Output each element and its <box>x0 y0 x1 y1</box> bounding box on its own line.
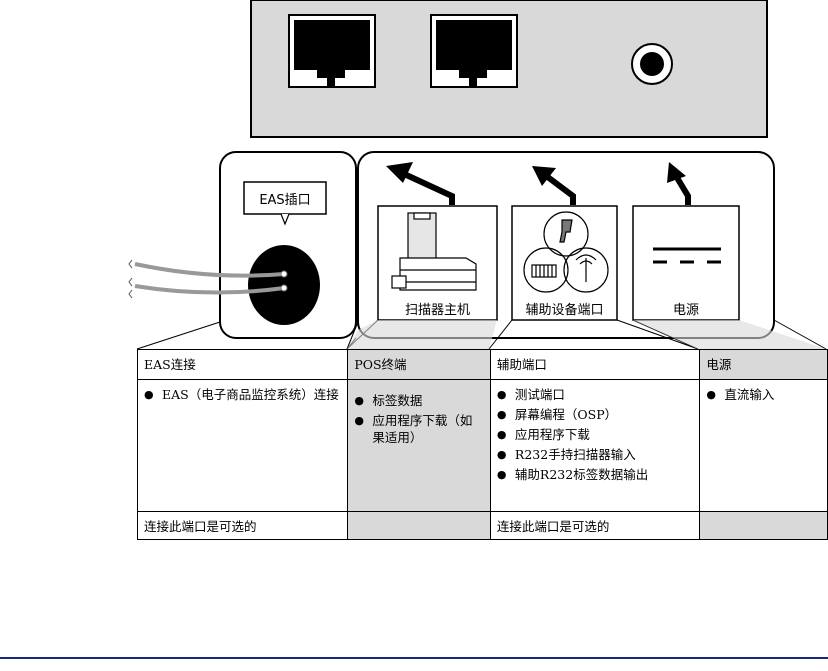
header-power: 电源 <box>699 349 828 380</box>
cell-aux: 测试端口 屏幕编程（OSP） 应用程序下载 R232手持扫描器输入 辅助R232… <box>489 379 701 512</box>
list-item: EAS（电子商品监控系统）连接 <box>144 386 341 403</box>
eas-wire-2 <box>134 284 285 295</box>
footer-aux: 连接此端口是可选的 <box>489 511 701 540</box>
dc-jack-icon <box>631 43 673 85</box>
eas-callout <box>243 181 327 215</box>
eas-callout-label: EAS插口 <box>259 193 311 208</box>
list-item: 应用程序下载（如果适用） <box>354 412 484 446</box>
dc-symbol-icon <box>653 247 721 264</box>
list-item: R232手持扫描器输入 <box>497 446 693 463</box>
connection-table: EAS连接 POS终端 辅助端口 电源 EAS（电子商品监控系统）连接 标签数据… <box>136 349 828 540</box>
header-eas: EAS连接 <box>136 349 349 380</box>
panel-scanner-host-label: 扫描器主机 <box>404 303 470 318</box>
panel-power-label: 电源 <box>672 303 699 318</box>
list-item: 屏幕编程（OSP） <box>497 406 693 423</box>
arrow-up-left-icon-1 <box>386 162 455 205</box>
rj45-port-2-icon <box>430 14 518 88</box>
list-item: 直流输入 <box>706 386 821 403</box>
cell-eas: EAS（电子商品监控系统）连接 <box>136 379 349 512</box>
aux-devices-icon <box>523 211 609 293</box>
rj45-port-1-icon <box>288 14 376 88</box>
list-item: 标签数据 <box>354 392 484 409</box>
arrow-up-icon-3 <box>667 162 691 205</box>
list-item: 辅助R232标签数据输出 <box>497 466 693 483</box>
eas-wire-1 <box>134 262 285 278</box>
port-diagram <box>128 0 827 350</box>
header-pos: POS终端 <box>347 349 491 380</box>
footer-power <box>699 511 828 540</box>
page-bottom-rule <box>0 657 828 659</box>
header-aux: 辅助端口 <box>489 349 701 380</box>
cell-pos: 标签数据 应用程序下载（如果适用） <box>347 379 491 512</box>
arrow-up-left-icon-2 <box>532 166 576 205</box>
scanner-host-icon <box>391 212 477 291</box>
panel-aux-port-label: 辅助设备端口 <box>525 303 604 318</box>
footer-pos <box>347 511 491 540</box>
list-item: 测试端口 <box>497 386 693 403</box>
cell-power: 直流输入 <box>699 379 828 512</box>
list-item: 应用程序下载 <box>497 426 693 443</box>
footer-eas: 连接此端口是可选的 <box>136 511 349 540</box>
